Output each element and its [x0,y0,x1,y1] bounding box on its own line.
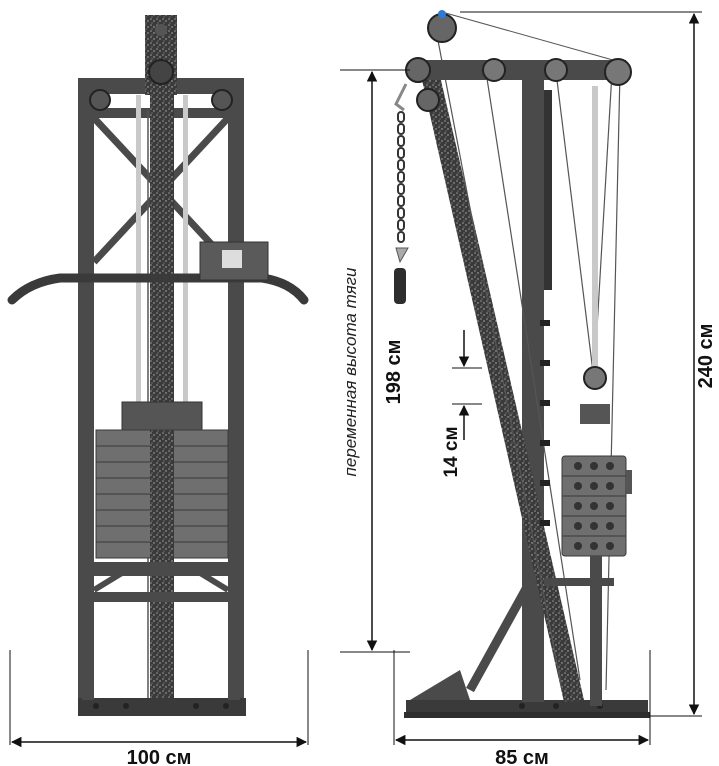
side-main-upright [522,76,544,702]
side-chain-handle [394,83,409,304]
front-view [7,15,309,716]
front-left-pulley [89,89,111,111]
side-arm-pulley-3 [544,58,568,82]
front-right-pulley [211,89,233,111]
side-depth-label: 85 см [495,747,549,766]
front-weight-stack [95,429,229,559]
side-base [406,700,648,714]
front-cable-column [150,95,174,705]
side-inclined-column [422,76,584,702]
side-guide-rod [592,86,598,386]
pull-height-label: 198 см [383,340,405,405]
variable-pull-height-label: переменная высота тяги [341,267,360,477]
front-pull-up-bar [7,273,309,305]
front-width-label: 100 см [127,747,192,766]
side-view [394,10,650,718]
side-depth-dimension: 85 см [393,650,651,766]
total-height-label: 240 см [695,324,717,389]
total-height-dimension: 240 см [460,11,717,717]
front-right-upright [228,80,244,712]
side-lower-pulley [416,88,440,112]
side-arm-pulley-4 [604,58,632,86]
step-label: 14 см [441,426,462,477]
pull-height-dimension: 198 см переменная высота тяги [340,69,410,653]
side-top-arm [420,60,626,80]
front-left-upright [78,80,94,712]
side-top-pulley [427,13,457,43]
step-dimension: 14 см [441,330,482,478]
front-base [78,698,246,716]
front-width-dimension: 100 см [9,650,309,766]
side-arm-pulley-2 [482,58,506,82]
side-weight-stack [561,455,632,557]
